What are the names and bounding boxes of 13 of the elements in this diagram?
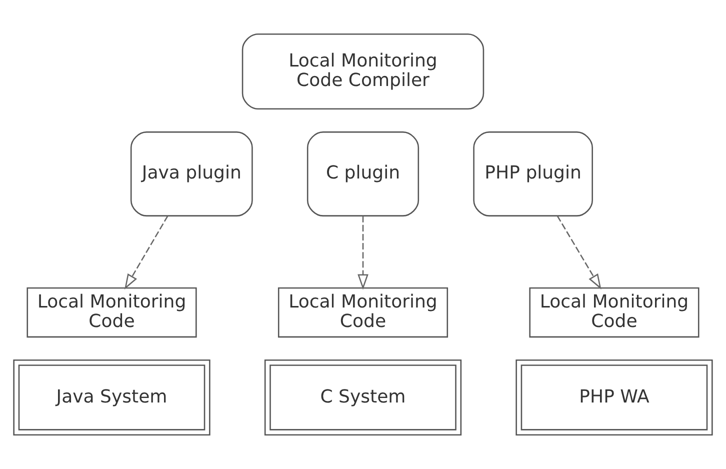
- node-box: PHP plugin: [473, 131, 593, 216]
- node-box: Local Monitoring Code Compiler: [242, 34, 484, 110]
- node-box: C plugin: [306, 131, 420, 216]
- arrow: [124, 216, 168, 290]
- node-box: Local Monitoring Code: [26, 287, 197, 338]
- arrow: [358, 216, 368, 290]
- node-box: Local Monitoring Code: [529, 287, 700, 338]
- node-box: PHP WA: [516, 359, 713, 436]
- node-box: Java plugin: [130, 131, 253, 216]
- arrow: [556, 216, 602, 290]
- node-box: Java System: [13, 359, 210, 436]
- node-box: Local Monitoring Code: [278, 287, 448, 338]
- node-box: C System: [264, 359, 462, 436]
